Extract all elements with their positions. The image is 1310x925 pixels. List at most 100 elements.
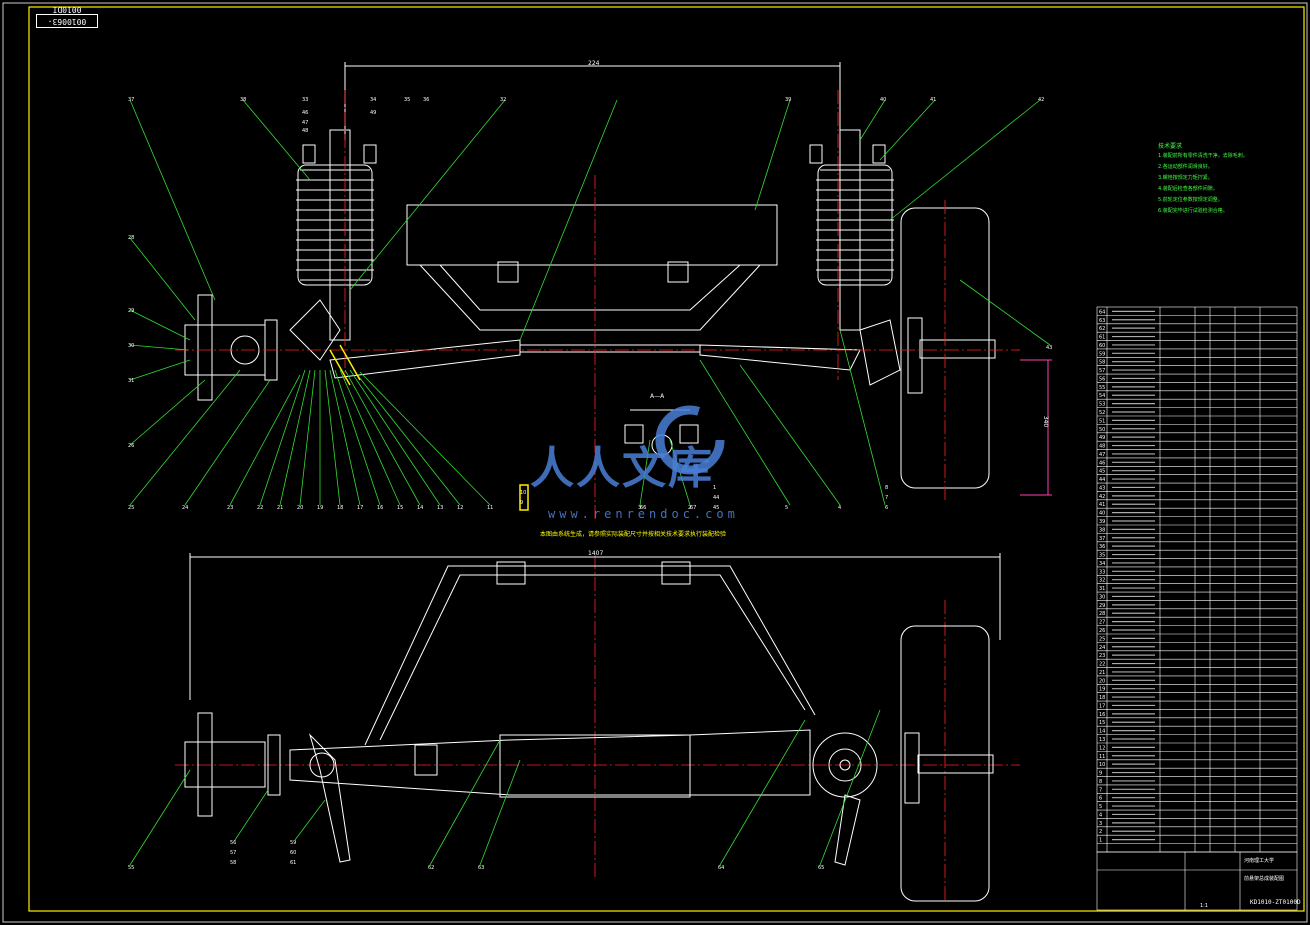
yellow-accents — [329, 344, 529, 511]
leader-label: 28 — [128, 235, 135, 241]
bom-row-number: 9 — [1099, 771, 1102, 777]
bom-row-number: 64 — [1099, 309, 1105, 315]
dimension-marks — [1020, 359, 1052, 496]
note-item: 6.装配完毕进行试验检测合格。 — [1158, 208, 1228, 214]
leader-label: 17 — [357, 505, 364, 511]
bom-row-number: 30 — [1099, 594, 1105, 600]
leader-lines-bottom — [129, 709, 881, 866]
bom-row-number: 3 — [1099, 821, 1102, 827]
leader-label: 36 — [423, 97, 430, 103]
note-item: 2.各运动部件润滑良好。 — [1158, 164, 1213, 170]
bom-row-number: 22 — [1099, 662, 1105, 668]
leader-label: 34 — [370, 97, 377, 103]
notes-title: 技术要求 — [1158, 143, 1183, 150]
bom-row-number: 55 — [1099, 385, 1105, 391]
bom-row-number: 32 — [1099, 578, 1105, 584]
leader-label: 29 — [128, 308, 135, 314]
plan-view — [184, 553, 1001, 902]
leader-label: 67 — [690, 505, 697, 511]
bom-row-number: 35 — [1099, 553, 1105, 559]
bom-row-number: 60 — [1099, 343, 1105, 349]
bom-row-number: 14 — [1099, 729, 1105, 735]
front-view — [184, 62, 996, 489]
bom-row-number: 33 — [1099, 569, 1105, 575]
leader-label: 58 — [230, 860, 237, 866]
leader-label: 33 — [302, 97, 309, 103]
leader-label: 14 — [417, 505, 424, 511]
right-dimension-label: 340 — [1042, 415, 1050, 428]
drawing-border-inner — [28, 6, 1305, 912]
technical-notes: 1.装配前所有零件清洗干净，去除毛刺。 2.各运动部件润滑良好。 3.螺栓按规定… — [1158, 151, 1248, 217]
bom-row-number: 21 — [1099, 670, 1105, 676]
leader-label: 3 — [638, 505, 642, 511]
leader-label: 11 — [487, 505, 494, 511]
section-label: A—A — [650, 393, 665, 400]
note-item: 4.装配后检查各部件间隙。 — [1158, 186, 1218, 192]
subframe-box — [406, 204, 778, 266]
leader-label: 35 — [404, 97, 411, 103]
bom-row-number: 25 — [1099, 636, 1105, 642]
bom-row-number: 48 — [1099, 444, 1105, 450]
leader-label: 16 — [377, 505, 384, 511]
leader-label: 30 — [128, 343, 135, 349]
bom-row-numbers: 6463626160595857565554535251504948474645… — [1099, 309, 1105, 843]
leader-label: 61 — [290, 860, 297, 866]
leader-label: 10 — [520, 490, 527, 496]
leader-lines-top — [129, 99, 1051, 506]
bom-row-number: 62 — [1099, 326, 1105, 332]
bom-row-number: 27 — [1099, 620, 1105, 626]
leader-label: 57 — [230, 850, 237, 856]
leader-label: 44 — [713, 495, 720, 501]
leader-label: 43 — [1046, 345, 1053, 351]
bom-row-number: 59 — [1099, 351, 1105, 357]
title-block-title: 前悬架总成装配图 — [1244, 876, 1285, 882]
leader-label: 40 — [880, 97, 887, 103]
leader-label: 49 — [370, 110, 377, 116]
leader-label: 19 — [317, 505, 324, 511]
right-hub-assembly — [907, 317, 996, 394]
leader-label: 56 — [230, 840, 237, 846]
note-item: 5.前轮定位参数按规定调整。 — [1158, 197, 1223, 203]
bom-row-number: 18 — [1099, 695, 1105, 701]
watermark-url: www.renrendoc.com — [548, 507, 739, 521]
bom-row-number: 44 — [1099, 477, 1105, 483]
bom-row-number: 56 — [1099, 376, 1105, 382]
bom-row-number: 63 — [1099, 318, 1105, 324]
bom-row-number: 38 — [1099, 527, 1105, 533]
bom-row-number: 10 — [1099, 762, 1105, 768]
bom-row-number: 57 — [1099, 368, 1105, 374]
leader-label: 32 — [500, 97, 507, 103]
leader-label: 6 — [885, 505, 889, 511]
bottom-dimension-label: 1407 — [588, 550, 604, 557]
bom-row-number: 41 — [1099, 502, 1105, 508]
bom-row-number: 26 — [1099, 628, 1105, 634]
bom-row-number: 24 — [1099, 645, 1105, 651]
title-block-scale: 1:1 — [1200, 903, 1209, 909]
leader-label: 62 — [428, 865, 435, 871]
bom-row-number: 19 — [1099, 687, 1105, 693]
leader-label: 2 — [688, 505, 692, 511]
bom-table — [1096, 306, 1298, 911]
bom-row-number: 8 — [1099, 779, 1102, 785]
bom-row-number: 1 — [1099, 838, 1102, 844]
leader-label: 18 — [337, 505, 344, 511]
leader-label: 64 — [718, 865, 725, 871]
leader-label: 55 — [128, 865, 135, 871]
leader-label: 60 — [290, 850, 297, 856]
bom-row-number: 29 — [1099, 603, 1105, 609]
bom-row-number: 52 — [1099, 410, 1105, 416]
bom-row-number: 61 — [1099, 335, 1105, 341]
leader-label: 13 — [437, 505, 444, 511]
bom-row-number: 34 — [1099, 561, 1105, 567]
leader-label: 41 — [930, 97, 937, 103]
bom-row-number: 31 — [1099, 586, 1105, 592]
leader-label: 15 — [397, 505, 404, 511]
leader-label: 45 — [713, 505, 720, 511]
leader-label: 31 — [128, 378, 135, 384]
bom-row-number: 13 — [1099, 737, 1105, 743]
leader-label: 38 — [240, 97, 247, 103]
bom-row-number: 46 — [1099, 460, 1105, 466]
leader-label: 20 — [297, 505, 304, 511]
